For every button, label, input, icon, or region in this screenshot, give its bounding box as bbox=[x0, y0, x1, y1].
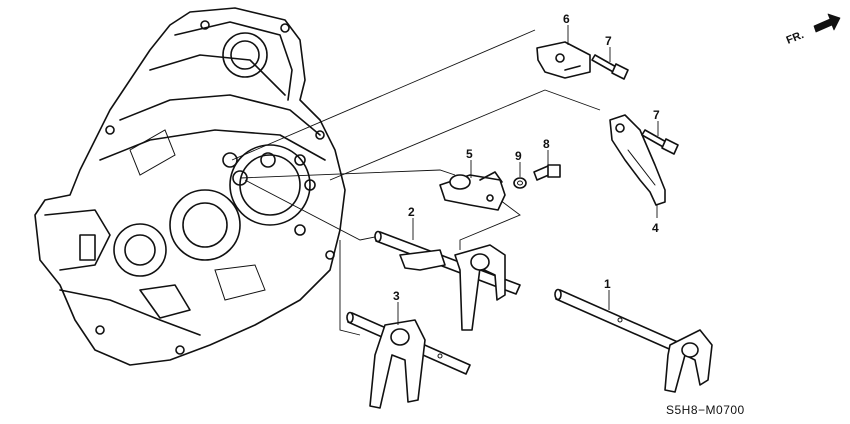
front-direction-indicator: FR. bbox=[785, 13, 841, 47]
shift-rod-1 bbox=[554, 288, 713, 393]
bolt-7-lower bbox=[641, 129, 679, 155]
interlock-guide-5 bbox=[439, 171, 506, 211]
washer-9 bbox=[513, 177, 527, 189]
callouts: 1 2 3 4 5 6 7 7 8 9 bbox=[393, 12, 660, 325]
shift-rod-3 bbox=[346, 311, 471, 409]
shift-arm-4 bbox=[609, 114, 666, 206]
shift-rod-2 bbox=[374, 230, 521, 331]
bracket-6 bbox=[536, 41, 591, 79]
callout-2: 2 bbox=[408, 205, 415, 219]
callout-5: 5 bbox=[466, 147, 473, 161]
callout-6: 6 bbox=[563, 12, 570, 26]
transmission-housing bbox=[34, 7, 346, 366]
bolt-7-upper bbox=[591, 54, 629, 80]
arrow-icon bbox=[813, 13, 841, 33]
callout-1: 1 bbox=[604, 277, 611, 291]
leader-lines bbox=[231, 29, 601, 336]
callout-7-lower: 7 bbox=[653, 108, 660, 122]
callout-3: 3 bbox=[393, 289, 400, 303]
diagram-code: S5H8−M0700 bbox=[666, 403, 745, 417]
bolt-8 bbox=[533, 164, 561, 181]
callout-8: 8 bbox=[543, 137, 550, 151]
callout-7-upper: 7 bbox=[605, 34, 612, 48]
callout-4: 4 bbox=[652, 221, 659, 235]
front-label: FR. bbox=[785, 29, 806, 47]
callout-9: 9 bbox=[515, 149, 522, 163]
